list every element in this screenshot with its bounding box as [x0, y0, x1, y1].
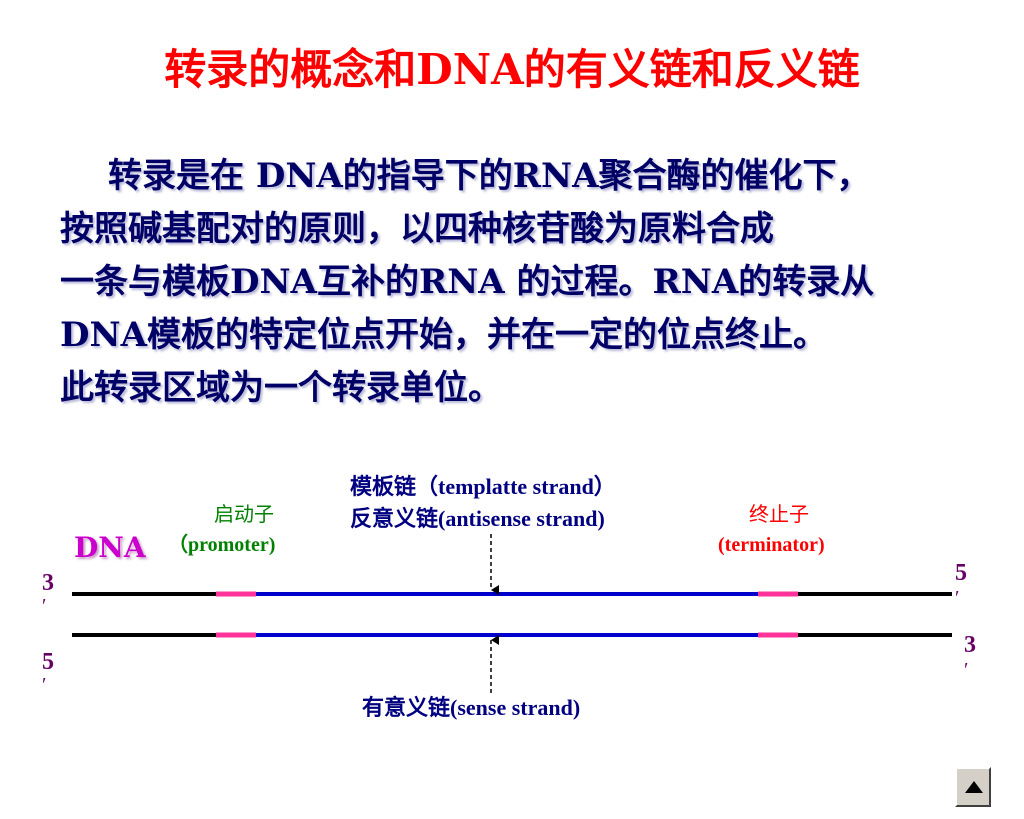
paragraph-line: DNA模板的特定位点开始，并在一定的位点终止。: [60, 315, 827, 355]
paragraph-line: 转录是在 DNA的指导下的RNA聚合酶的催化下，: [108, 156, 871, 196]
dna-label: DNA: [74, 531, 147, 564]
template-strand-label: 模板链（templatte strand）: [350, 474, 616, 499]
left-top-end-label: 3: [42, 570, 54, 596]
paragraph-line: 一条与模板DNA互补的RNA 的过程。RNA的转录从: [60, 262, 875, 302]
antisense-strand-label: 反意义链(antisense strand): [350, 506, 605, 531]
left-bottom-end-label: 5: [42, 649, 54, 675]
paragraph-line: 此转录区域为一个转录单位。: [60, 368, 502, 408]
promoter-label-cn: 启动子: [214, 503, 274, 526]
nav-up-button[interactable]: [955, 767, 991, 807]
terminator-label-cn: 终止子: [749, 503, 809, 526]
promoter-label-en: （promoter): [168, 533, 275, 556]
sense-strand-label: 有意义链(sense strand): [362, 695, 580, 720]
slide-title: 转录的概念和DNA的有义链和反义链: [164, 45, 860, 94]
right-top-prime: ′: [955, 587, 959, 609]
up-triangle-icon: [965, 781, 983, 793]
right-bottom-prime: ′: [964, 659, 968, 681]
paragraph-line: 按照碱基配对的原则，以四种核苷酸为原料合成: [60, 209, 774, 249]
left-top-prime: ′: [42, 595, 46, 617]
transcription-definition: 转录是在 DNA的指导下的RNA聚合酶的催化下， 按照碱基配对的原则，以四种核苷…: [60, 150, 960, 415]
terminator-label-en: (terminator): [718, 534, 825, 556]
left-bottom-prime: ′: [42, 674, 46, 696]
right-bottom-end-label: 3: [964, 632, 976, 658]
right-top-end-label: 5: [955, 560, 967, 586]
